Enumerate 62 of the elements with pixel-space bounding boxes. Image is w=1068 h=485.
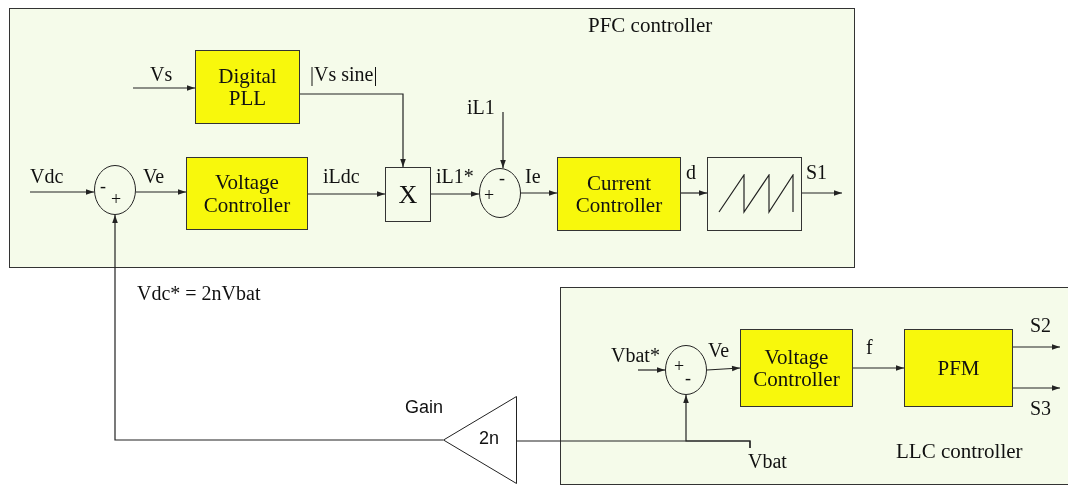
panel-title: PFC controller: [588, 15, 713, 36]
signal-arrow: [852, 365, 905, 371]
signal-label: Ve: [708, 340, 730, 360]
sign-label: -: [100, 177, 106, 195]
signal-arrow: [706, 365, 741, 372]
block-label: Voltage Controller: [202, 171, 292, 216]
signal-arrow: [135, 189, 187, 195]
gain-value: 2n: [479, 429, 500, 447]
process-block: [904, 329, 1013, 407]
block-label: PFM: [936, 356, 981, 379]
process-block: [740, 329, 853, 407]
controller-panel: [560, 287, 1068, 485]
summing-junction: [94, 165, 136, 215]
signal-arrow: [680, 190, 708, 196]
signal-label: Vdc: [30, 166, 64, 186]
signal-arrow: [1012, 344, 1061, 350]
signal-label: S1: [806, 162, 828, 182]
signal-label: f: [866, 337, 873, 357]
block-label: X: [398, 179, 418, 210]
signal-arrow: [683, 394, 751, 449]
signal-label: S2: [1030, 315, 1052, 335]
summing-junction: [479, 168, 521, 218]
signal-arrow: [500, 111, 506, 169]
signal-label: Ve: [143, 166, 165, 186]
controller-panel: [9, 8, 855, 268]
sign-label: +: [111, 190, 122, 208]
sign-label: -: [499, 169, 505, 187]
signal-label: S3: [1030, 398, 1052, 418]
signal-label: Vbat*: [611, 345, 660, 365]
signal-label: Ie: [525, 166, 541, 186]
block-label: Current Controller: [574, 171, 664, 217]
signal-arrow: [801, 190, 843, 196]
signal-arrow: [299, 93, 406, 168]
sign-label: +: [484, 186, 495, 204]
signal-label: |Vs sine|: [310, 64, 378, 84]
signal-label: Vbat: [748, 450, 787, 473]
process-block: [186, 157, 308, 230]
multiplier-block: [385, 167, 431, 222]
signal-arrow: [112, 214, 444, 441]
sign-label: +: [674, 357, 685, 375]
signal-arrow: [520, 190, 558, 196]
signal-label: Vdc* = 2nVbat: [137, 283, 261, 303]
signal-arrow: [430, 191, 480, 197]
process-block: [557, 157, 681, 231]
process-block: [195, 50, 300, 124]
sign-label: -: [685, 369, 691, 387]
signal-arrow: [637, 367, 666, 373]
signal-arrow: [132, 85, 196, 91]
signal-arrow: [29, 189, 95, 195]
signal-label: iL1: [467, 97, 495, 117]
block-label: Voltage Controller: [752, 345, 841, 391]
signal-label: iL1*: [436, 166, 474, 186]
panel-title: LLC controller: [896, 441, 1023, 462]
signal-label: d: [686, 162, 696, 182]
gain-caption: Gain: [405, 398, 444, 416]
signal-arrow: [307, 191, 386, 197]
signal-arrow: [1012, 385, 1061, 391]
signal-label: Vs: [150, 64, 173, 84]
summing-junction: [665, 345, 707, 395]
pwm-block: [707, 157, 802, 231]
signal-label: iLdc: [323, 166, 360, 186]
block-label: Digital PLL: [217, 64, 278, 110]
